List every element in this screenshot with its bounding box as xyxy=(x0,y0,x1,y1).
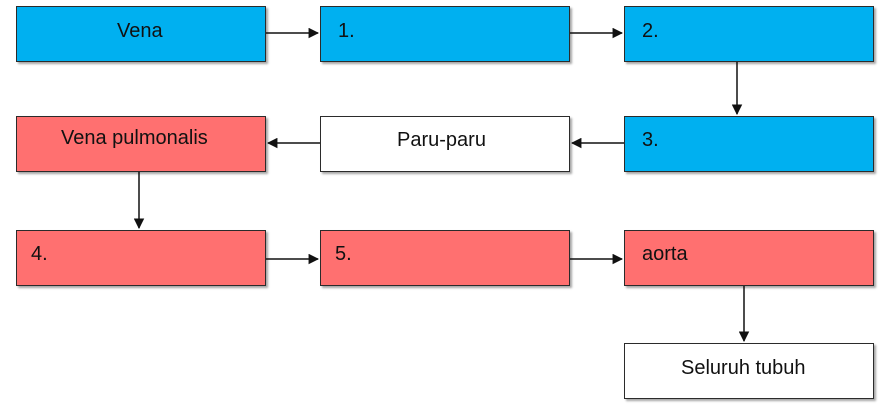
node-paru-paru-label: Paru-paru xyxy=(397,129,486,151)
node-step-1: 1. xyxy=(320,6,570,62)
node-step-4-label: 4. xyxy=(31,243,48,265)
node-vena-label: Vena xyxy=(117,20,163,42)
node-step-5: 5. xyxy=(320,230,570,286)
node-seluruh-tubuh-label: Seluruh tubuh xyxy=(681,357,806,379)
node-step-2: 2. xyxy=(624,6,874,62)
node-step-5-label: 5. xyxy=(335,243,352,265)
node-step-3-label: 3. xyxy=(642,129,659,151)
node-step-3: 3. xyxy=(624,116,874,172)
node-paru-paru: Paru-paru xyxy=(320,116,570,172)
node-seluruh-tubuh: Seluruh tubuh xyxy=(624,343,874,399)
node-vena: Vena xyxy=(16,6,266,62)
node-step-4: 4. xyxy=(16,230,266,286)
node-vena-pulmonalis-label: Vena pulmonalis xyxy=(61,127,208,149)
node-step-2-label: 2. xyxy=(642,20,659,42)
node-step-1-label: 1. xyxy=(338,20,355,42)
node-aorta: aorta xyxy=(624,230,874,286)
node-vena-pulmonalis: Vena pulmonalis xyxy=(16,116,266,172)
node-aorta-label: aorta xyxy=(642,243,688,265)
